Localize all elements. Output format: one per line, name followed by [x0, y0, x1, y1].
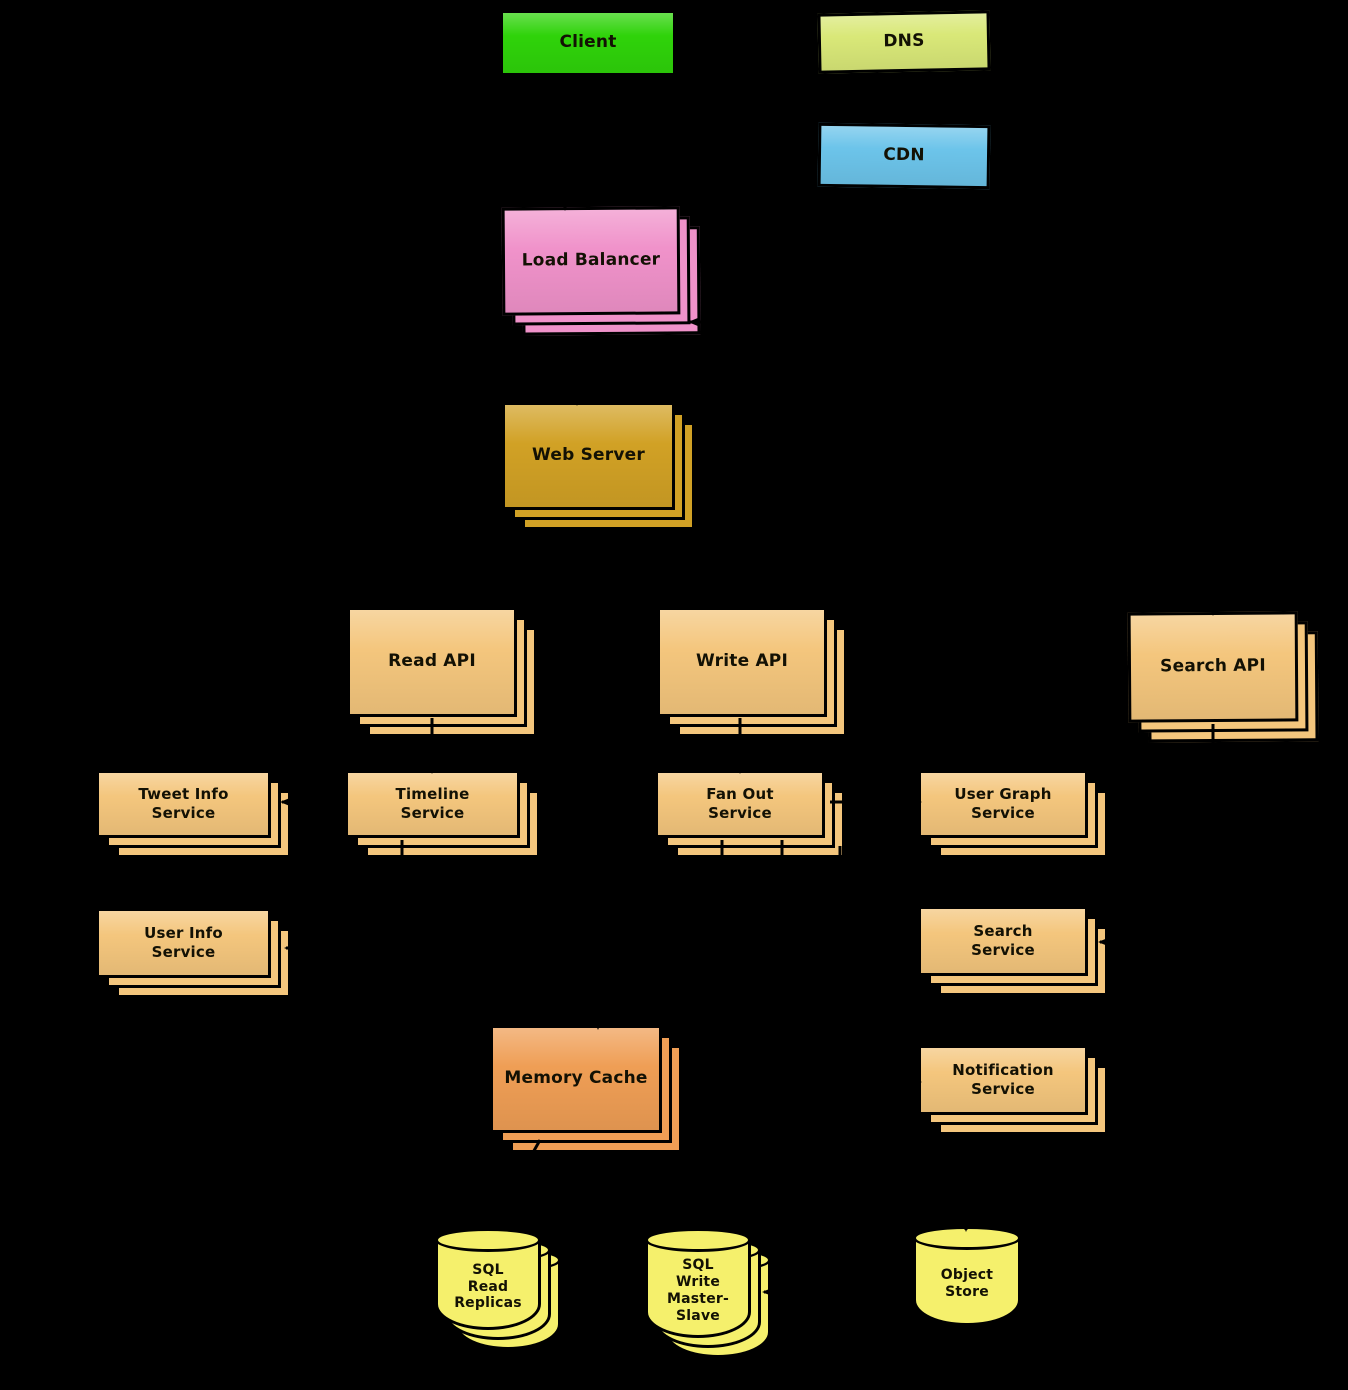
node-label: Read API	[388, 651, 476, 672]
node-face: Notification Service	[918, 1045, 1088, 1115]
node-tweet-info-service: Tweet Info Service	[96, 770, 291, 858]
node-fan-out-service: Fan Out Service	[655, 770, 845, 858]
node-label: Notification Service	[952, 1061, 1054, 1098]
node-face: Load Balancer	[501, 206, 681, 316]
node-label: User Info Service	[144, 924, 223, 961]
node-label: DNS	[883, 30, 925, 52]
node-face: Search Service	[918, 906, 1088, 976]
node-face: User Info Service	[96, 908, 271, 978]
node-memory-cache: Memory Cache	[490, 1025, 682, 1153]
node-label: Search Service	[971, 922, 1035, 959]
node-web-server: Web Server	[502, 402, 695, 530]
node-load-balancer: Load Balancer	[501, 206, 701, 336]
node-label: Memory Cache	[504, 1068, 648, 1089]
node-label: Object Store	[940, 1267, 994, 1300]
node-read-api: Read API	[347, 607, 537, 737]
node-search-service: Search Service	[918, 906, 1108, 996]
node-sql-read-replicas: SQL Read Replicas	[435, 1228, 561, 1350]
node-face: User Graph Service	[918, 770, 1088, 838]
edge-web_server-to-write_api	[624, 540, 742, 607]
node-face: CDN	[817, 122, 991, 190]
edge-web_server-to-search_api	[700, 453, 1218, 616]
node-dns: DNS	[817, 10, 991, 74]
node-face: Timeline Service	[345, 770, 520, 838]
node-user-graph-service: User Graph Service	[918, 770, 1108, 858]
edge-fan_out_service-to-notification_service	[780, 840, 922, 1087]
node-label: Timeline Service	[395, 785, 470, 822]
node-user-info-service: User Info Service	[96, 908, 291, 998]
node-label: Client	[559, 32, 617, 53]
node-label: CDN	[883, 145, 925, 166]
node-cdn: CDN	[817, 122, 991, 190]
node-face: Memory Cache	[490, 1025, 662, 1133]
node-search-api: Search API	[1127, 611, 1319, 743]
node-client: Client	[500, 10, 676, 76]
node-label: Search API	[1160, 656, 1266, 677]
node-face: Web Server	[502, 402, 675, 510]
edge-search_api-to-search_service	[1098, 724, 1215, 947]
node-label: Web Server	[532, 445, 645, 466]
node-face: SQL Read Replicas	[435, 1228, 541, 1330]
node-notification-service: Notification Service	[918, 1045, 1108, 1135]
node-label: SQL Write Master- Slave	[666, 1257, 729, 1324]
node-label: Fan Out Service	[706, 785, 774, 822]
node-label: Tweet Info Service	[138, 785, 229, 822]
node-face: Client	[500, 10, 676, 76]
node-face: Object Store	[913, 1226, 1021, 1326]
node-timeline-service: Timeline Service	[345, 770, 540, 858]
node-face: DNS	[817, 10, 991, 74]
node-label: Load Balancer	[521, 249, 661, 271]
edge-fan_out_service-to-sql_write_master_slave	[762, 846, 842, 1297]
edge-web_server-to-read_api	[430, 540, 554, 607]
edge-user_info_service-to-sql_read_replicas	[178, 1012, 432, 1291]
node-label: SQL Read Replicas	[454, 1261, 522, 1312]
node-face: Tweet Info Service	[96, 770, 271, 838]
node-write-api: Write API	[657, 607, 847, 737]
node-face: Fan Out Service	[655, 770, 825, 838]
node-face: Write API	[657, 607, 827, 717]
node-face: Read API	[347, 607, 517, 717]
node-label: Write API	[696, 651, 788, 672]
edge-client-to-cdn	[638, 78, 812, 162]
node-sql-write-master-slave: SQL Write Master- Slave	[645, 1228, 771, 1358]
node-face: SQL Write Master- Slave	[645, 1228, 751, 1338]
edge-fan_out_service-to-memory_cache	[593, 840, 724, 1030]
node-face: Search API	[1127, 611, 1299, 723]
node-label: User Graph Service	[954, 785, 1052, 822]
node-object-store: Object Store	[913, 1226, 1021, 1326]
